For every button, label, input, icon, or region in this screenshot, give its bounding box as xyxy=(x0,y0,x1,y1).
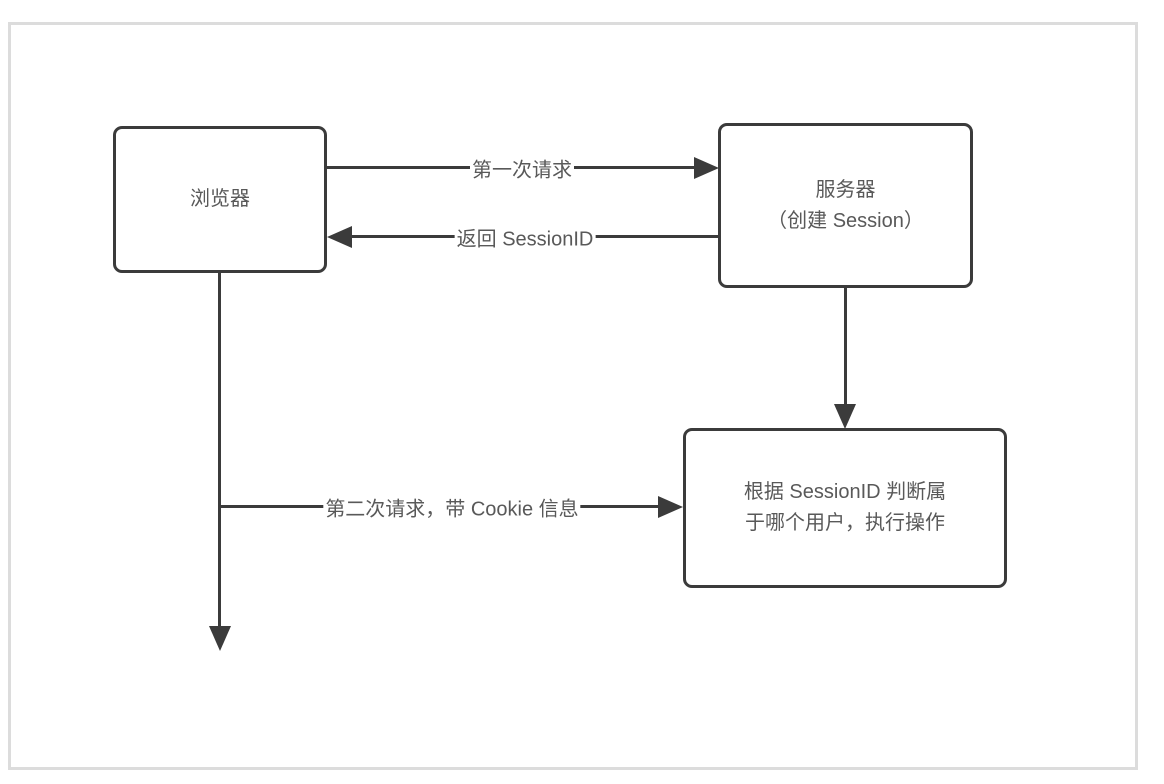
edge-first-request-label: 第一次请求 xyxy=(470,153,574,183)
arrowhead-right-icon xyxy=(658,496,683,518)
node-server-label-line1: 服务器 xyxy=(815,178,876,201)
arrowhead-down-icon xyxy=(834,404,856,429)
node-server: 服务器 （创建 Session） xyxy=(718,123,973,288)
arrowhead-down-icon xyxy=(209,626,231,651)
edge-server-to-process-line xyxy=(844,288,847,405)
arrowhead-left-icon xyxy=(327,226,352,248)
edge-return-sessionid-label: 返回 SessionID xyxy=(454,222,596,252)
node-browser: 浏览器 xyxy=(113,126,327,273)
edge-second-request-label: 第二次请求，带 Cookie 信息 xyxy=(323,492,581,522)
edge-browser-timeline-line xyxy=(218,273,221,626)
node-process-label-line1: 根据 SessionID 判断属 xyxy=(743,481,947,503)
node-browser-label: 浏览器 xyxy=(190,188,250,210)
node-process-label-line2: 于哪个用户，执行操作 xyxy=(745,512,945,534)
node-process: 根据 SessionID 判断属 于哪个用户，执行操作 xyxy=(683,428,1007,588)
arrowhead-right-icon xyxy=(694,157,719,179)
node-server-label-line2: （创建 Session） xyxy=(767,209,924,232)
